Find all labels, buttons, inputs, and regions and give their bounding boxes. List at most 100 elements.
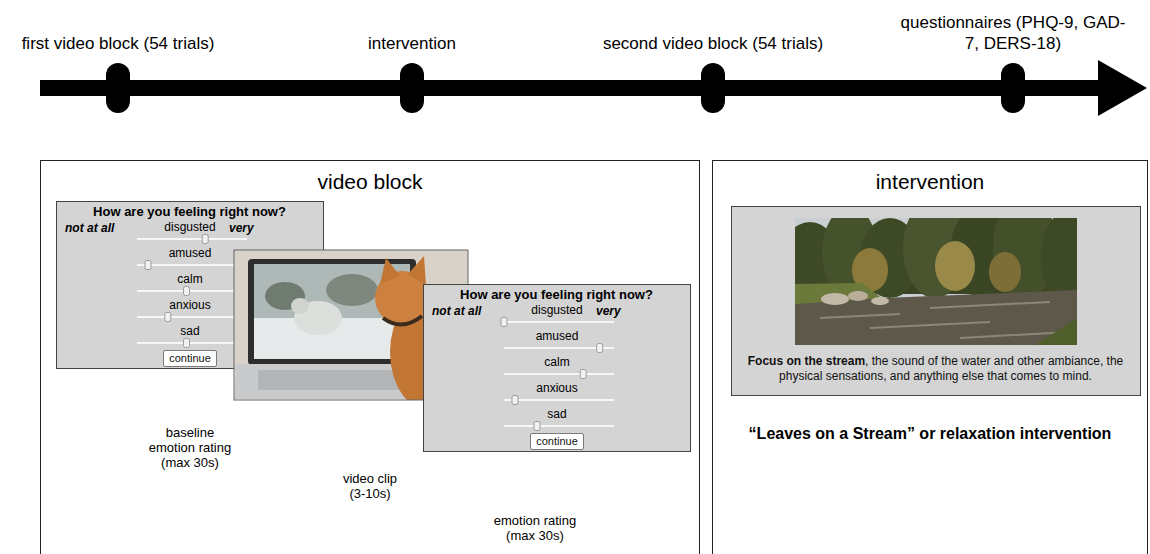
step-label: baseline emotion rating (max 30s) [149, 425, 231, 470]
stream-photo [871, 297, 889, 305]
slider-track [137, 238, 247, 240]
slider-thumb [512, 396, 518, 405]
text-slot: disgusted [140, 220, 240, 234]
text-slot: intervention [713, 169, 1147, 194]
emotion-label: anxious [536, 381, 577, 395]
video-still [380, 258, 400, 284]
emotion-label: amused [536, 329, 579, 343]
emotion-label: calm [544, 355, 569, 369]
video-still [234, 364, 448, 399]
continue-button: continue [163, 350, 217, 367]
text-slot: not at all [432, 304, 481, 318]
text-slot: very [229, 221, 254, 235]
panel-title: video block [317, 170, 422, 193]
stream-photo [1035, 318, 1077, 345]
slider-thumb [184, 339, 190, 348]
timeline-marker [701, 63, 725, 113]
video-still [428, 310, 460, 398]
text-slot: very [596, 304, 621, 318]
rating-screen: How are you feeling right now? not at all… [56, 201, 324, 369]
phase-label: first video block (54 trials) [22, 34, 215, 53]
stream-photo [822, 218, 878, 297]
slider-track [137, 316, 247, 318]
instruction-emphasis: Focus on the stream [748, 354, 865, 368]
scale-anchor: very [229, 221, 254, 235]
label-slot: video clip (3-10s) [335, 471, 405, 501]
timeline-arrow [40, 60, 1147, 116]
stream-photo [795, 283, 884, 306]
slider-track [137, 342, 247, 344]
stream-photo [795, 218, 1077, 345]
text-slot: anxious [507, 381, 607, 395]
continue-button: continue [530, 433, 584, 450]
timeline-head [1098, 60, 1147, 116]
scale-anchor: very [596, 304, 621, 318]
stream-photo [821, 293, 849, 305]
slider-track [504, 321, 614, 323]
video-still [383, 316, 422, 325]
emotion-label: anxious [169, 298, 210, 312]
text-slot: disgusted [507, 303, 607, 317]
stream-photo [903, 218, 967, 298]
slider-thumb [184, 287, 190, 296]
phase-label: questionnaires (PHQ-9, GAD-7, DERS-18) [901, 13, 1126, 53]
intervention-caption: “Leaves on a Stream” or relaxation inter… [749, 425, 1112, 442]
slider-thumb [580, 370, 586, 379]
stream-photo [860, 218, 920, 298]
video-still [326, 274, 378, 306]
slider-thumb [534, 422, 540, 431]
slider-track [137, 264, 247, 266]
label-slot: first video block (54 trials) [22, 33, 215, 54]
text-slot: calm [140, 272, 240, 286]
text-slot: video block [41, 169, 699, 194]
text-slot: sad [507, 407, 607, 421]
slider-thumb [597, 344, 603, 353]
stream-photo [993, 218, 1057, 299]
rating-screen: How are you feeling right now? not at all… [423, 284, 691, 452]
step-label: emotion rating (max 30s) [494, 513, 576, 543]
slider-thumb [145, 261, 151, 270]
phase-label: second video block (54 trials) [603, 34, 823, 53]
video-still [258, 370, 408, 390]
video-still [408, 256, 426, 286]
emotion-label: amused [169, 246, 212, 260]
text-slot: How are you feeling right now? [57, 204, 322, 219]
stage-panel: intervention “Leaves on a Stream” or rela… [712, 160, 1148, 554]
emotion-label: sad [547, 407, 566, 421]
stream-photo [795, 268, 1077, 294]
text-slot: amused [140, 246, 240, 260]
text-slot: How are you feeling right now? [424, 287, 689, 302]
button-label: continue [169, 352, 211, 364]
timeline-marker [400, 63, 424, 113]
stream-photo [795, 218, 1077, 345]
stream-photo [852, 248, 888, 292]
label-slot: questionnaires (PHQ-9, GAD-7, DERS-18) [901, 12, 1126, 54]
prompt-text: How are you feeling right now? [93, 204, 286, 219]
text-slot: “Leaves on a Stream” or relaxation inter… [713, 424, 1147, 444]
stream-photo [935, 241, 975, 291]
stream-photo [795, 222, 840, 302]
text-slot: sad [140, 324, 240, 338]
label-slot: second video block (54 trials) [603, 33, 823, 54]
slider-thumb [202, 235, 208, 244]
stream-photo [820, 302, 1070, 338]
stream-photo [950, 218, 1010, 297]
label-slot: emotion rating (max 30s) [487, 513, 583, 543]
video-still [254, 318, 410, 359]
stream-photo [1041, 218, 1077, 302]
stream-photo [795, 290, 1077, 345]
phase-label: intervention [368, 34, 456, 53]
scale-anchor: not at all [432, 304, 481, 318]
video-still [390, 292, 468, 400]
video-still [375, 271, 429, 325]
label-slot: intervention [368, 33, 456, 54]
timeline-marker [106, 63, 130, 113]
text-slot: not at all [65, 221, 114, 235]
timeline-marker [106, 63, 1025, 113]
slider-track [504, 373, 614, 375]
label-slot: baseline emotion rating (max 30s) [142, 425, 238, 470]
video-still [294, 301, 342, 335]
slider-track [137, 290, 247, 292]
video-frame [234, 250, 468, 400]
